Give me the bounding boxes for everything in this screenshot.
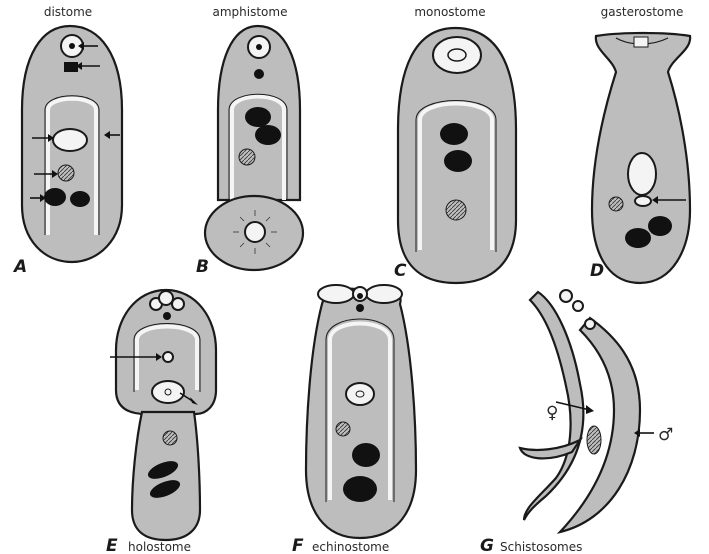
tribocytic-organ xyxy=(152,381,184,403)
testis-2 xyxy=(648,216,672,236)
label-gasterostome: gasterostome xyxy=(601,5,684,19)
label-schistosomes: Schistosomes xyxy=(500,540,582,554)
male-symbol: ♂ xyxy=(658,425,673,445)
ovary xyxy=(446,200,466,220)
gynecophoral-canal xyxy=(587,426,601,454)
ventral-sucker xyxy=(346,383,374,405)
pharynx xyxy=(254,69,264,79)
acetabulum-opening xyxy=(245,222,265,242)
collar-right xyxy=(366,285,402,303)
letter-g: G xyxy=(480,536,494,554)
ovary xyxy=(609,197,623,211)
oral-sucker xyxy=(433,37,481,73)
label-amphistome: amphistome xyxy=(213,5,288,19)
label-distome: distome xyxy=(44,5,92,19)
letter-b: B xyxy=(196,257,209,277)
testis-2 xyxy=(70,191,90,207)
panel-g-schistosomes: ♀ ♂ G Schistosomes xyxy=(480,290,673,554)
ovary xyxy=(336,422,350,436)
panel-f-echinostome: F echinostome xyxy=(292,285,416,554)
panel-b-amphistome: amphistome B xyxy=(196,5,303,277)
ovary xyxy=(58,165,74,181)
label-holostome: holostome xyxy=(128,540,191,554)
panel-e-holostome: E holostome xyxy=(106,290,216,554)
female-ventral-sucker xyxy=(573,301,583,311)
oral-sucker xyxy=(159,291,173,305)
letter-c: C xyxy=(394,261,407,281)
panel-a-distome: distome A xyxy=(12,5,122,277)
female-oral-sucker xyxy=(560,290,572,302)
ventral-sucker xyxy=(163,352,173,362)
letter-a: A xyxy=(12,257,27,277)
letter-f: F xyxy=(292,536,304,554)
testis-1 xyxy=(352,443,380,467)
ovary xyxy=(239,149,255,165)
pharynx xyxy=(64,62,78,72)
testis-1 xyxy=(44,188,66,206)
male-oral-sucker xyxy=(585,319,595,329)
gut-sac xyxy=(628,153,656,195)
letter-e: E xyxy=(106,536,118,554)
testis-2 xyxy=(343,476,377,502)
panel-d-gasterostome: gasterostome D xyxy=(590,5,690,283)
testis-2 xyxy=(444,150,472,172)
ovary xyxy=(163,431,177,445)
ventral-mouth xyxy=(635,196,651,206)
label-echinostome: echinostome xyxy=(312,540,389,554)
testis-1 xyxy=(625,228,651,248)
testis-2 xyxy=(255,125,281,145)
anterior-rhynchus xyxy=(634,37,648,47)
pseudosucker-right xyxy=(172,298,184,310)
testis-1 xyxy=(245,107,271,127)
pharynx xyxy=(356,304,364,312)
collar-left xyxy=(318,285,354,303)
label-monostome: monostome xyxy=(414,5,485,19)
panel-c-monostome: monostome C xyxy=(394,5,516,283)
letter-d: D xyxy=(590,261,604,281)
testis-1 xyxy=(440,123,468,145)
female-symbol: ♀ xyxy=(546,403,558,423)
ventral-sucker xyxy=(53,129,87,151)
pharynx xyxy=(163,312,171,320)
